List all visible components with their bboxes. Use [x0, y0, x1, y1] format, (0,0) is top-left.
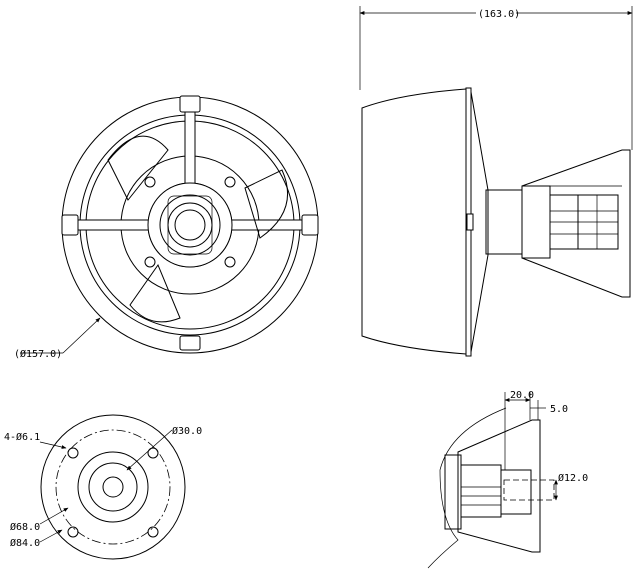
mount-holes-label: 4-Ø6.1	[4, 431, 40, 443]
blade	[129, 263, 181, 323]
shaft-diameter-label: Ø12.0	[558, 472, 588, 484]
motor-detail	[457, 419, 541, 553]
bolt-circle-label: Ø68.0	[10, 521, 40, 533]
mount-hole	[144, 256, 156, 268]
mount-view: 4-Ø6.1 Ø30.0 Ø68.0 Ø84.0	[4, 414, 202, 560]
duct-shroud	[361, 88, 467, 355]
shaft-length-label: 20.0	[510, 390, 534, 401]
blade	[107, 135, 169, 201]
blade	[244, 169, 289, 239]
outer-diameter-label: (Ø157.0)	[14, 348, 62, 360]
side-view: (163.0)	[359, 5, 633, 357]
overall-length-label: (163.0)	[478, 9, 520, 20]
hub-diameter-label: Ø30.0	[172, 425, 202, 437]
flange-diameter-label: Ø84.0	[10, 537, 40, 549]
mount-hole	[224, 256, 236, 268]
shaft-step-label: 5.0	[550, 404, 568, 415]
motor	[521, 149, 631, 298]
shaft-detail-view: 20.0 5.0 Ø12.0	[427, 390, 588, 569]
front-view: (Ø157.0)	[14, 95, 319, 360]
mount-hole	[144, 176, 156, 188]
mount-hole	[224, 176, 236, 188]
